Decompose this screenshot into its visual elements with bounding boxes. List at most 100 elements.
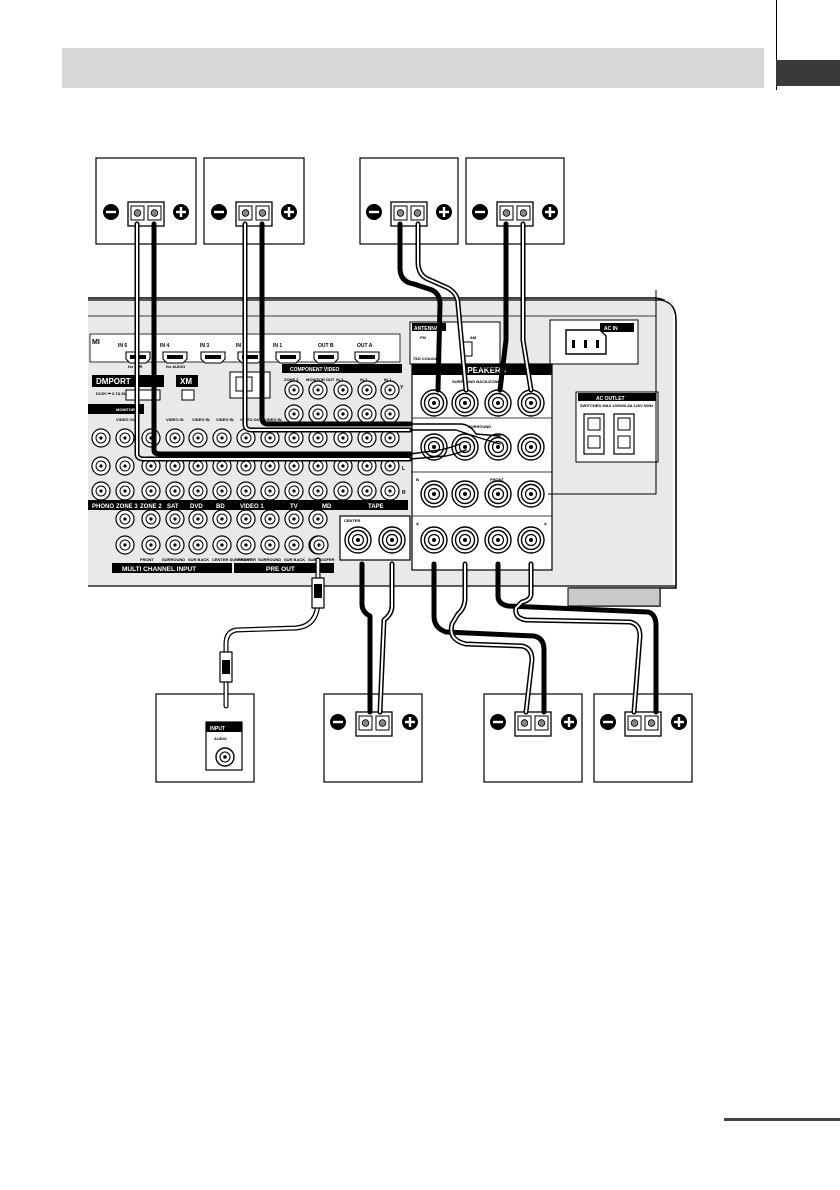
speaker-front-left <box>593 693 693 783</box>
phono-label: PHONO <box>92 504 114 510</box>
section-header-bar <box>62 48 764 88</box>
bd-label: BD <box>216 504 225 510</box>
hdmi-audio-label: for AUDIO <box>166 364 185 369</box>
speaker-surround-back-right <box>95 157 197 245</box>
ac-in-label: AC IN <box>604 326 618 332</box>
ac-outlet-rating: SWITCHED MAX 100W/0.8A 120V 60Hz <box>580 403 653 408</box>
terminal-b-label: B <box>416 477 419 482</box>
multi-surback-label: SUR BACK <box>188 557 209 562</box>
video-in-label: VIDEO IN <box>216 417 234 422</box>
front-b-label: FRONT <box>490 477 504 482</box>
plus-icon <box>402 714 418 730</box>
am-label: AM <box>470 335 477 340</box>
component-zone2-label: ZONE 2 <box>284 377 299 382</box>
antenna-label: ANTENNA <box>414 326 439 332</box>
video-in-label: VIDEO IN <box>264 417 282 422</box>
impedance-label: IMPEDANCE USE 4-16Ω <box>476 365 522 370</box>
ac-outlet-label: AC OUTLET <box>596 396 625 402</box>
hdmi-outb-label: OUT B <box>318 343 334 349</box>
speaker-surround-left <box>465 157 565 245</box>
subwoofer-box: INPUT AUDIO <box>155 693 255 783</box>
hdmi-in4-label: IN 4 <box>160 343 169 349</box>
md-label: MD <box>322 504 332 510</box>
hdmi-in2-label: IN 2 <box>236 343 245 349</box>
fm-label: FM <box>420 335 426 340</box>
chapter-tab <box>776 60 840 86</box>
center-label: CENTER <box>344 518 361 523</box>
pre-out-label: PRE OUT <box>266 566 295 573</box>
center-binding-post <box>378 526 406 554</box>
terminal-a-label: A <box>416 521 419 526</box>
center-binding-post <box>344 526 372 554</box>
preout-front-label: FRONT <box>238 557 252 562</box>
surround-label: SURROUND <box>468 424 491 429</box>
plus-icon <box>436 204 452 220</box>
sat-label: SAT <box>167 504 179 510</box>
component-video-label: COMPONENT VIDEO <box>290 367 340 373</box>
video-in-label: VIDEO IN <box>166 417 184 422</box>
surround-back-zone-label: SURROUND BACK/ZONE 2 <box>452 379 504 384</box>
speaker-surround-right <box>359 157 459 245</box>
component-in2-label: IN 2 <box>360 377 368 382</box>
plus-icon <box>542 204 558 220</box>
minus-icon <box>366 204 382 220</box>
speaker-center <box>323 693 423 783</box>
page-edge-rule <box>776 0 777 90</box>
y-label: Y <box>400 385 404 391</box>
hdmi-port-icon <box>275 351 301 364</box>
minus-icon <box>472 204 488 220</box>
minus-icon <box>330 714 346 730</box>
minus-icon <box>490 714 506 730</box>
dvd-label: DVD <box>190 504 203 510</box>
hdmi-in6-label: IN 6 <box>118 343 127 349</box>
continued-rule <box>724 1118 840 1121</box>
multi-front-label: FRONT <box>140 557 154 562</box>
plus-icon <box>561 714 577 730</box>
audio-label: AUDIO <box>214 736 227 741</box>
hdmi-outa-label: OUT A <box>357 343 373 349</box>
channel-l-label: L <box>402 466 405 472</box>
speaker-front-right <box>483 693 583 783</box>
video1-label: VIDEO 1 <box>240 504 264 510</box>
hdmi-port-icon <box>162 351 188 364</box>
preout-subwoofer-label: SUBWOOFER <box>308 557 335 562</box>
callout-line <box>548 290 657 495</box>
video-in-label: VIDEO IN <box>192 417 210 422</box>
hdmi-port-icon <box>237 351 263 364</box>
multi-surround-label: SURROUND <box>162 557 185 562</box>
dmport-label: DMPORT <box>96 377 131 386</box>
plus-icon <box>281 204 297 220</box>
plus-icon <box>173 204 189 220</box>
dmport-rating: DC5V ⎓ 0.7A MAX <box>96 391 131 396</box>
svg-text:MI: MI <box>92 339 100 346</box>
minus-icon <box>103 204 119 220</box>
component-in3-label: IN 3 <box>336 377 344 382</box>
preout-surround-label: SURROUND <box>258 557 281 562</box>
multi-center-sub-label: CENTER SUBWOOFER <box>212 557 256 562</box>
hdmi-port-icon <box>313 351 339 364</box>
monitor-label: MONITOR <box>116 407 135 412</box>
input-label: INPUT <box>210 726 225 732</box>
preout-surback-label: SUR BACK <box>284 557 305 562</box>
speaker-cables <box>134 221 659 715</box>
component-monitor-label: MONITOR OUT <box>306 377 335 382</box>
hdmi-in3-label: IN 3 <box>200 343 209 349</box>
multi-channel-label: MULTI CHANNEL INPUT <box>122 566 196 573</box>
hdmi-port-icon <box>200 351 226 364</box>
video-out-label: VIDEO OUT <box>116 417 139 422</box>
hdmi-in1-label: IN 1 <box>273 343 282 349</box>
channel-r-label: R <box>402 490 406 496</box>
minus-icon <box>211 204 227 220</box>
plus-icon <box>671 714 687 730</box>
zone2-label: ZONE 2 <box>140 504 162 510</box>
zone3-label: ZONE 3 <box>116 504 138 510</box>
receiver-rear-panel: MI IN 6 IN 4 IN 3 IN 2 IN 1 OUT B OUT A … <box>88 297 677 607</box>
speaker-surround-back-left <box>203 157 305 245</box>
speakers-label: SPEAKERS <box>462 366 507 375</box>
xm-label: XM <box>180 377 192 386</box>
minus-icon <box>600 714 616 730</box>
component-in1-label: IN 1 <box>384 377 392 382</box>
hdmi-port-icon <box>354 351 380 364</box>
terminal-a-label-right: A <box>544 521 547 526</box>
